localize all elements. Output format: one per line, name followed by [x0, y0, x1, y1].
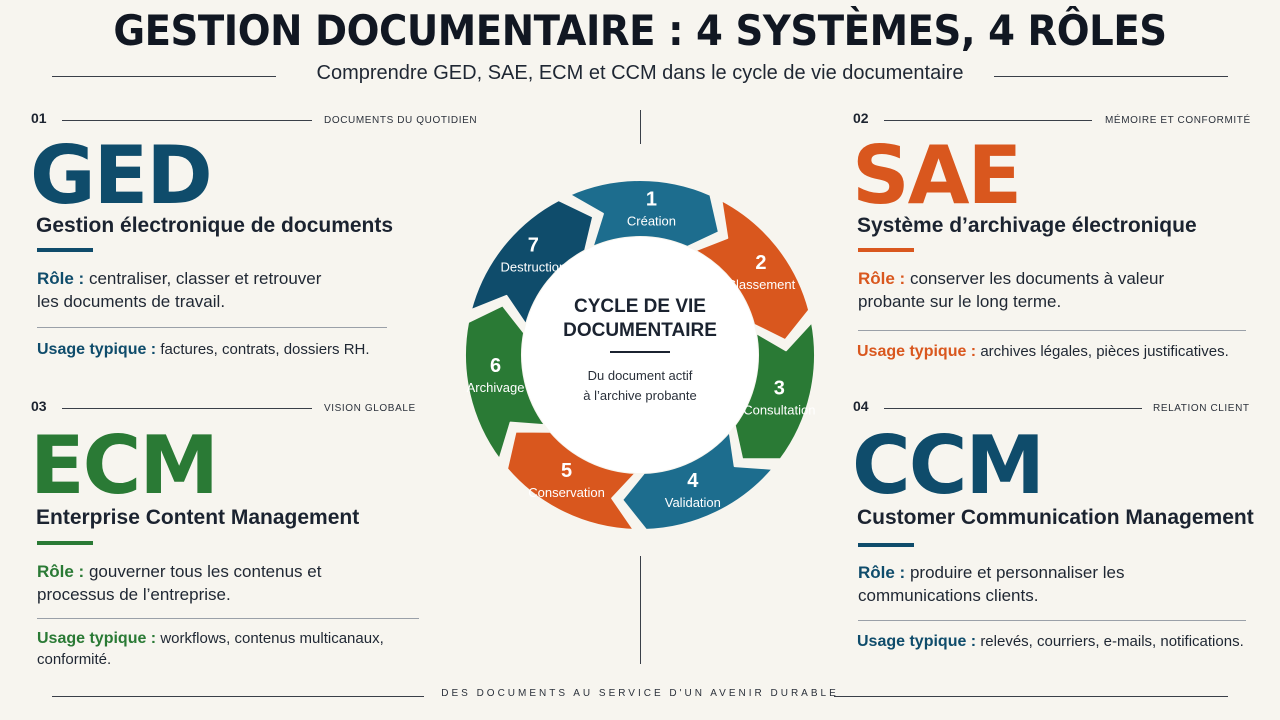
system-acronym: ECM: [30, 419, 219, 512]
system-number: 04: [853, 398, 869, 414]
step-label: Archivage: [467, 380, 525, 395]
step-number: 2: [755, 252, 766, 274]
system-role: Rôle : centraliser, classer et retrouver…: [37, 269, 322, 311]
step-label: Classement: [727, 277, 796, 292]
step-number: 1: [646, 188, 657, 210]
accent-bar: [858, 543, 914, 547]
system-usage: Usage typique : workflows, contenus mult…: [37, 630, 384, 668]
step-label: Création: [627, 213, 676, 228]
step-number: 4: [687, 470, 699, 492]
system-number: 02: [853, 110, 869, 126]
system-full-name: Gestion électronique de documents: [36, 214, 394, 237]
step-label: Conservation: [528, 485, 605, 500]
divider: [37, 327, 387, 328]
accent-bar: [858, 248, 914, 252]
system-usage: Usage typique : factures, contrats, doss…: [37, 341, 370, 358]
section-rule: [884, 120, 1092, 121]
center-disc: [522, 237, 758, 473]
footer-rule-right: [834, 696, 1228, 697]
system-acronym: GED: [30, 129, 213, 222]
page-title: GESTION DOCUMENTAIRE : 4 SYSTÈMES, 4 RÔL…: [113, 6, 1167, 55]
system-tag: MÉMOIRE ET CONFORMITÉ: [1105, 115, 1251, 126]
footer-tagline: DES DOCUMENTS AU SERVICE D'UN AVENIR DUR…: [441, 688, 839, 699]
step-label: Consultation: [743, 403, 815, 418]
vertical-rule-bottom: [640, 556, 641, 664]
subtitle: Comprendre GED, SAE, ECM et CCM dans le …: [316, 62, 964, 84]
accent-bar: [37, 248, 93, 252]
system-number: 01: [31, 110, 47, 126]
step-label: Validation: [665, 495, 721, 510]
step-number: 7: [528, 234, 539, 256]
center-subtitle-line1: Du document actif: [588, 368, 693, 383]
system-tag: VISION GLOBALE: [324, 403, 416, 414]
accent-bar: [37, 541, 93, 545]
subtitle-rule-left: [52, 76, 276, 77]
footer-rule-left: [52, 696, 424, 697]
divider: [858, 620, 1246, 621]
divider: [858, 330, 1246, 331]
system-tag: DOCUMENTS DU QUOTIDIEN: [324, 115, 478, 126]
system-full-name: Enterprise Content Management: [36, 506, 360, 529]
system-number: 03: [31, 398, 47, 414]
section-rule: [62, 120, 312, 121]
system-acronym: SAE: [852, 129, 1022, 222]
subtitle-rule-right: [994, 76, 1228, 77]
system-acronym: CCM: [852, 419, 1045, 512]
system-tag: RELATION CLIENT: [1153, 403, 1250, 414]
center-title-line2: DOCUMENTAIRE: [563, 320, 717, 341]
step-number: 3: [774, 378, 785, 400]
center-title-line1: CYCLE DE VIE: [574, 296, 706, 317]
center-subtitle-line2: à l’archive probante: [583, 388, 696, 403]
system-usage: Usage typique : relevés, courriers, e-ma…: [857, 633, 1244, 650]
system-full-name: Système d’archivage électronique: [857, 214, 1197, 237]
system-full-name: Customer Communication Management: [857, 506, 1254, 529]
section-rule: [884, 408, 1142, 409]
system-usage: Usage typique : archives légales, pièces…: [857, 343, 1229, 360]
section-rule: [62, 408, 312, 409]
step-label: Destruction: [500, 259, 566, 274]
step-number: 6: [490, 355, 501, 377]
vertical-rule-top: [640, 110, 641, 144]
step-number: 5: [561, 460, 572, 482]
center-divider: [610, 351, 670, 353]
divider: [37, 618, 419, 619]
